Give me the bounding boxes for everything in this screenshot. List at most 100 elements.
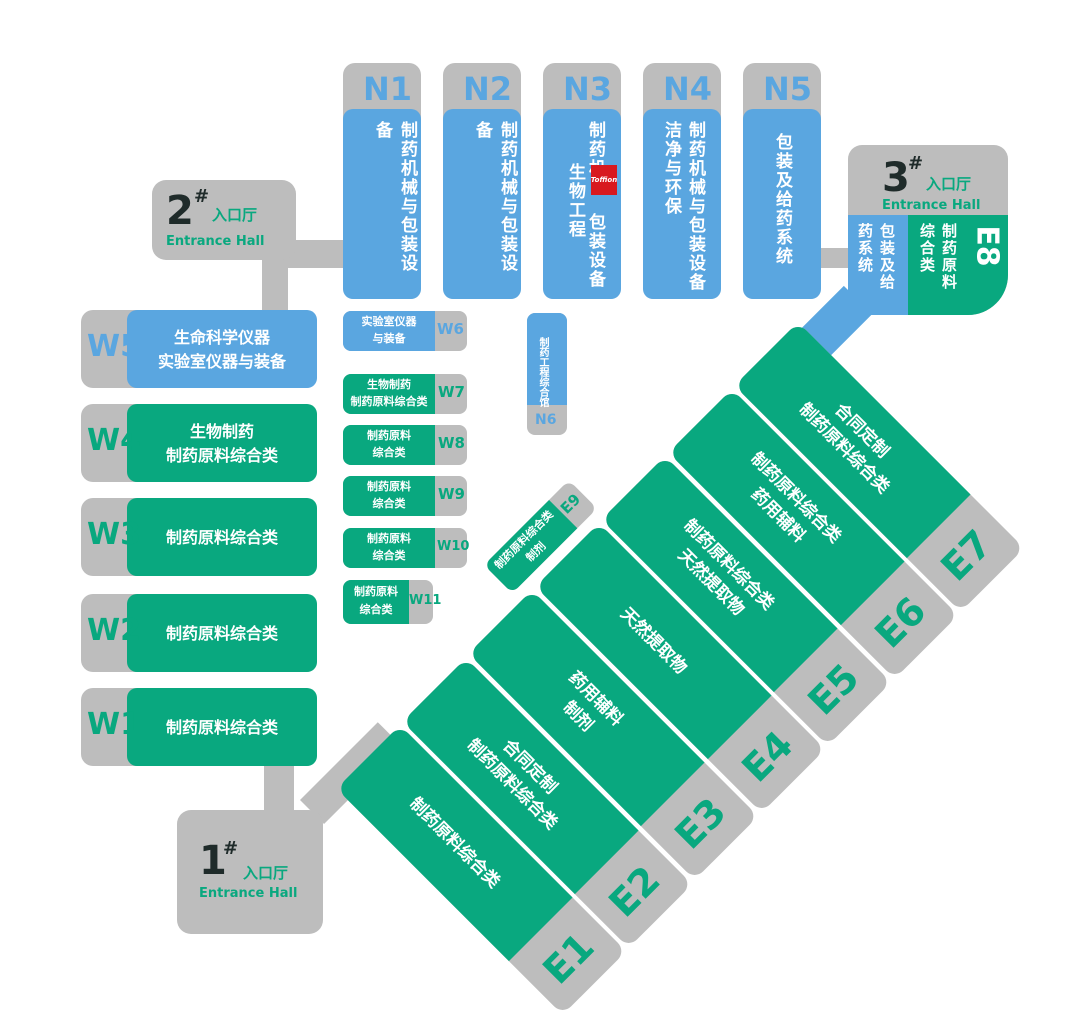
entrance-number: 2 [166, 188, 194, 234]
hall-code: W3 [87, 517, 141, 552]
hall-w9[interactable]: 制药原料 综合类 W9 [343, 476, 467, 516]
hall-label: 制药机械与包装设备洁净与环保 [661, 121, 705, 292]
entrance-number: 3 [882, 155, 910, 201]
hall-body [127, 594, 317, 672]
hall-body [443, 109, 521, 299]
toffion-logo: Toffion [591, 165, 617, 195]
hall-w11[interactable]: 制药原料 综合类 W11 [343, 580, 441, 624]
hall-code: E5 [799, 655, 868, 724]
hall-w2[interactable]: W2 制药原料综合类 [81, 594, 317, 672]
hall-body [743, 109, 821, 299]
hall-body [127, 404, 317, 482]
hall-code: N1 [363, 70, 413, 108]
entrance-label-cn: 入口厅 [212, 206, 258, 224]
hall-body [343, 476, 435, 516]
hall-code: W10 [437, 539, 470, 554]
hall-label: 制药工程综合馆 [537, 337, 548, 407]
hall-code: W7 [438, 383, 465, 401]
hall-body [127, 688, 317, 766]
hall-w4[interactable]: W4 生物制药 制药原料综合类 [81, 404, 317, 482]
e8-blue-label: 包装及给药系统 [856, 223, 896, 291]
hall-w10[interactable]: 制药原料 综合类 W10 [343, 528, 470, 568]
hall-body [343, 425, 435, 465]
entrance-mark: # [908, 153, 924, 174]
e8-green-label: 制药原料综合类 [918, 223, 958, 291]
hall-code: W1 [87, 707, 141, 742]
hall-code: W8 [438, 434, 465, 452]
hall-body [343, 311, 435, 351]
hall-label: 包装及给药系统 [772, 133, 792, 266]
entrance-hall-3[interactable]: 3 # 入口厅 Entrance Hall 包装及给药系统 制药原料综合类 E8 [848, 145, 1008, 315]
hall-body [343, 580, 409, 624]
hall-label-top: 制药机 [585, 121, 605, 178]
hall-body [343, 109, 421, 299]
entrance-hall-1[interactable]: 1 # 入口厅 Entrance Hall [177, 810, 323, 934]
hall-body [543, 109, 621, 299]
hall-label-1: 制药原料综合类 [165, 528, 278, 547]
hall-w5[interactable]: W5 生命科学仪器 实验室仪器与装备 [81, 310, 317, 388]
hall-code: N4 [663, 70, 713, 108]
hall-body [127, 498, 317, 576]
hall-w7[interactable]: 生物制药 制药原料综合类 W7 [343, 374, 467, 414]
hall-label-1: 制药原料 [367, 480, 411, 493]
hall-code: E1 [534, 924, 603, 993]
hall-label-2: 制药原料综合类 [350, 395, 428, 408]
entrance-mark: # [194, 186, 210, 207]
hall-label-mid: 生物工程 [565, 163, 585, 239]
hall-body [643, 109, 721, 299]
hall-body [343, 528, 435, 568]
hall-code: W2 [87, 613, 141, 648]
entrance-mark: # [223, 838, 239, 859]
hall-code: W11 [409, 593, 442, 608]
hall-label-1: 生命科学仪器 [173, 328, 270, 347]
hall-label-2: 综合类 [372, 549, 406, 562]
hall-label-1: 制药原料综合类 [165, 718, 278, 737]
hall-n2[interactable]: N2 制药机械与包装设备 [443, 63, 521, 299]
e8-code: E8 [969, 225, 1005, 267]
hall-code: E4 [733, 722, 802, 791]
hall-body [527, 313, 567, 405]
entrance-hall-2[interactable]: 2 # 入口厅 Entrance Hall [152, 180, 296, 260]
hall-label-2: 与装备 [372, 332, 406, 345]
hall-code: N5 [763, 70, 813, 108]
hall-body [343, 374, 435, 414]
hall-code: W9 [438, 485, 465, 503]
entrance-number: 1 [199, 838, 227, 884]
hall-n1[interactable]: N1 制药机械与包装设备 [343, 63, 421, 299]
hall-code: W6 [437, 320, 464, 338]
hall-label-bottom: 包装设备 [585, 213, 605, 289]
hall-label-1: 制药原料 [354, 585, 398, 598]
hall-label-1: 制药原料 [367, 429, 411, 442]
hall-label-1: 制药原料 [367, 532, 411, 545]
hall-code: E2 [600, 857, 669, 926]
hall-w6[interactable]: 实验室仪器 与装备 W6 [343, 311, 467, 351]
hall-w1[interactable]: W1 制药原料综合类 [81, 688, 317, 766]
hall-n4[interactable]: N4 制药机械与包装设备洁净与环保 [643, 63, 721, 299]
hall-label: 制药机械与包装设备 [472, 121, 517, 273]
hall-label-1: 生物制药 [367, 378, 411, 391]
hall-n5[interactable]: N5 包装及给药系统 [743, 63, 821, 299]
hall-label-1: 实验室仪器 [361, 315, 417, 328]
hall-label-2: 实验室仪器与装备 [157, 352, 286, 371]
hall-code: N2 [463, 70, 513, 108]
hall-label-1: 天然提取物 [616, 603, 691, 678]
hall-label-2: 综合类 [372, 497, 406, 510]
hall-body [127, 310, 317, 388]
entrance-label-en: Entrance Hall [882, 198, 981, 213]
hall-code: N6 [535, 412, 557, 428]
hall-code: W4 [87, 423, 141, 458]
hall-n3[interactable]: N3 制药机 生物工程 包装设备 Toffion [543, 63, 621, 299]
entrance-label-en: Entrance Hall [199, 886, 298, 901]
hall-w8[interactable]: 制药原料 综合类 W8 [343, 425, 467, 465]
hall-label-2: 综合类 [372, 446, 406, 459]
e8-blue-area [848, 215, 908, 315]
e8-green-area [908, 215, 1008, 315]
hall-n6[interactable]: 制药工程综合馆 N6 [527, 313, 567, 435]
hall-code: N3 [563, 70, 613, 108]
entrance-label-en: Entrance Hall [166, 234, 265, 249]
hall-label: 制药机械与包装设备 [372, 121, 417, 273]
hall-code: E3 [666, 789, 735, 858]
hall-code: W5 [87, 329, 141, 364]
hall-label-1: 制药原料综合类 [165, 624, 278, 643]
hall-w3[interactable]: W3 制药原料综合类 [81, 498, 317, 576]
